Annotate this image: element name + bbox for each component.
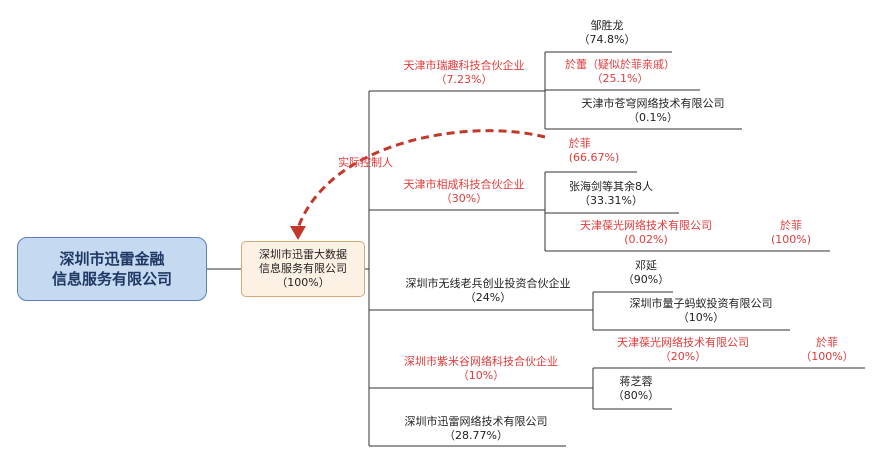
sub-shareholder-name: 天津市苍穹网络技术有限公司: [581, 97, 725, 110]
sub-shareholder-name: 深圳市量子蚂蚁投资有限公司: [629, 297, 773, 310]
sub-shareholder-pct: （0.1%）: [628, 111, 678, 124]
sub-shareholder-node: 深圳市量子蚂蚁投资有限公司 （10%）: [630, 297, 773, 325]
shareholder-node: 天津市瑞趣科技合伙企业 （7.23%）: [404, 59, 525, 87]
sub-shareholder-pct: （74.8%）: [578, 33, 636, 46]
sub-shareholder-node: 张海剑等其余8人 （33.31%）: [569, 180, 653, 208]
sub-shareholder-pct: （10%）: [677, 311, 725, 324]
sub-shareholder-node: 天津葆光网络技术有限公司 （20%）: [617, 336, 749, 364]
shareholder-pct: （28.77%）: [444, 429, 508, 442]
sub-shareholder-name: 张海剑等其余8人: [569, 180, 653, 193]
sub-shareholder-name: 於蕾（疑似於菲亲戚）: [565, 58, 675, 71]
sub-shareholder-node: 天津市苍穹网络技术有限公司 （0.1%）: [582, 97, 725, 125]
subsidiary-node: 深圳市迅雷大数据 信息服务有限公司 （100%）: [241, 241, 365, 297]
owner-name: 於菲: [780, 219, 802, 232]
sub-shareholder-node: 於菲 (66.67%): [569, 137, 620, 165]
sub-shareholder-name: 於菲: [568, 137, 591, 150]
subsidiary-line2: 信息服务有限公司: [259, 262, 347, 275]
root-company-line2: 信息服务有限公司: [51, 270, 172, 288]
root-company-line1: 深圳市迅雷金融: [59, 250, 165, 268]
sub-shareholder-pct: （33.31%）: [579, 194, 643, 207]
sub-shareholder-node: 蒋芝蓉 （80%）: [613, 375, 659, 403]
shareholder-pct: （10%）: [457, 369, 505, 382]
sub-shareholder-pct: （20%）: [659, 350, 707, 363]
subsidiary-pct: （100%）: [276, 276, 330, 289]
sub-shareholder-node: 於蕾（疑似於菲亲戚） （25.1%）: [565, 58, 675, 86]
shareholder-name: 深圳市迅雷网络技术有限公司: [404, 415, 548, 428]
shareholder-name: 深圳市紫米谷网络科技合伙企业: [404, 355, 558, 368]
shareholder-node: 深圳市紫米谷网络科技合伙企业 （10%）: [404, 355, 558, 383]
sub-shareholder-pct: (0.02%): [624, 233, 668, 246]
sub-shareholder-name: 蒋芝蓉: [619, 375, 653, 388]
sub-shareholder-pct: （25.1%）: [591, 72, 649, 85]
actual-controller-label: 实际控制人: [338, 156, 393, 169]
shareholder-node: 深圳市迅雷网络技术有限公司 （28.77%）: [405, 415, 548, 443]
shareholder-node: 深圳市无线老兵创业投资合伙企业 （24%）: [406, 277, 571, 305]
sub-shareholder-node: 天津葆光网络技术有限公司 (0.02%): [580, 219, 712, 247]
shareholder-node: 天津市相成科技合伙企业 （30%）: [404, 178, 525, 206]
owner-node: 於菲 (100%): [771, 219, 811, 247]
sub-shareholder-pct: （80%）: [612, 389, 660, 402]
owner-pct: （100%）: [800, 350, 854, 363]
sub-shareholder-pct: （90%）: [622, 273, 670, 286]
sub-shareholder-name: 天津葆光网络技术有限公司: [580, 219, 712, 232]
sub-shareholder-name: 天津葆光网络技术有限公司: [617, 336, 749, 349]
shareholder-pct: （30%）: [440, 192, 488, 205]
root-company-node: 深圳市迅雷金融 信息服务有限公司: [17, 237, 207, 301]
sub-shareholder-name: 邹胜龙: [590, 19, 624, 32]
owner-pct: (100%): [770, 233, 812, 246]
subsidiary-line1: 深圳市迅雷大数据: [259, 248, 347, 261]
shareholder-name: 天津市相成科技合伙企业: [403, 178, 525, 191]
shareholder-name: 天津市瑞趣科技合伙企业: [403, 59, 525, 72]
sub-shareholder-name: 邓延: [634, 259, 657, 272]
sub-shareholder-pct: (66.67%): [568, 151, 620, 164]
sub-shareholder-node: 邓延 （90%）: [623, 259, 669, 287]
shareholder-name: 深圳市无线老兵创业投资合伙企业: [405, 277, 571, 290]
shareholder-pct: （7.23%）: [435, 73, 493, 86]
shareholder-pct: （24%）: [464, 291, 512, 304]
sub-shareholder-node: 邹胜龙 （74.8%）: [579, 19, 636, 47]
owner-node: 於菲 （100%）: [800, 336, 853, 364]
owner-name: 於菲: [815, 336, 838, 349]
